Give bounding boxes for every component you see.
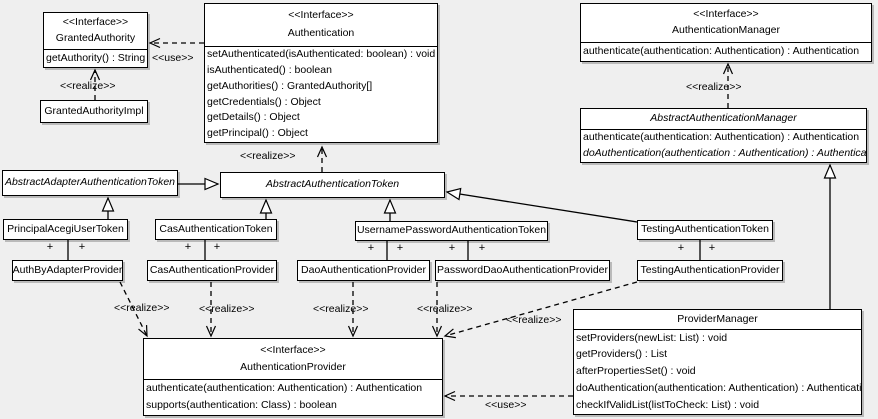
association-plus: + (46, 241, 54, 253)
association-plus: + (448, 242, 456, 254)
method-row: getProviders() : List (576, 348, 668, 361)
method-row: setProviders(newList: List) : void (576, 331, 728, 344)
association-plus: + (78, 241, 86, 253)
method-row: supports(authentication: Class) : boolea… (146, 399, 337, 412)
class-password-dao-authentication-provider[interactable]: PasswordDaoAuthenticationProvider (435, 260, 610, 281)
class-title: GrantedAuthority (55, 33, 136, 45)
class-title: TestingAuthenticationProvider (640, 263, 780, 276)
class-stereotype: <<Interface>> (288, 10, 354, 22)
class-title: DaoAuthenticationProvider (301, 263, 426, 276)
method-row: authenticate(authentication: Authenticat… (146, 381, 423, 394)
class-authentication-provider[interactable]: <<Interface>> AuthenticationProvider aut… (143, 338, 443, 416)
class-cas-authentication-provider[interactable]: CasAuthenticationProvider (147, 260, 277, 281)
class-abstract-adapter-authentication-token[interactable]: AbstractAdapterAuthenticationToken (2, 170, 178, 196)
edge-label-realize: <<realize>> (313, 303, 369, 315)
method-row: getAuthorities() : GrantedAuthority[] (207, 79, 373, 92)
edge-label-realize: <<realize>> (686, 81, 742, 93)
class-dao-authentication-provider[interactable]: DaoAuthenticationProvider (297, 260, 430, 281)
class-stereotype: <<Interface>> (260, 344, 326, 356)
class-title: TestingAuthenticationToken (641, 223, 769, 236)
class-title: AbstractAuthenticationToken (265, 178, 400, 191)
class-stereotype: <<Interface>> (62, 17, 129, 29)
association-plus: + (708, 242, 716, 254)
class-title: UsernamePasswordAuthenticationToken (356, 224, 547, 237)
class-stereotype: <<Interface>> (693, 8, 759, 20)
class-title: AuthByAdapterProvider (13, 263, 122, 276)
class-title: AbstractAdapterAuthenticationToken (4, 176, 176, 189)
class-title: GrantedAuthorityImpl (44, 104, 144, 117)
method-row: getAuthority() : String (46, 51, 146, 64)
method-row: authenticate(authentication: Authenticat… (583, 45, 860, 58)
class-title: ProviderManager (677, 313, 758, 325)
class-title: Authentication (287, 28, 355, 40)
association-plus: + (478, 242, 486, 254)
class-authentication-manager[interactable]: <<Interface>> AuthenticationManager auth… (580, 3, 872, 62)
class-abstract-authentication-manager[interactable]: AbstractAuthenticationManager authentica… (580, 108, 867, 163)
edge-label-realize: <<realize>> (417, 303, 473, 315)
class-title: AuthenticationProvider (240, 361, 346, 373)
method-row: getDetails() : Object (207, 111, 300, 124)
class-principal-acegi-user-token[interactable]: PrincipalAcegiUserToken (3, 219, 128, 240)
class-granted-authority-impl[interactable]: GrantedAuthorityImpl (40, 100, 148, 123)
method-row: setAuthenticated(isAuthenticated: boolea… (207, 48, 436, 61)
method-row: getCredentials() : Object (207, 95, 321, 108)
class-authentication[interactable]: <<Interface>> Authentication setAuthenti… (204, 3, 438, 143)
class-title: PrincipalAcegiUserToken (7, 222, 124, 235)
class-abstract-authentication-token[interactable]: AbstractAuthenticationToken (220, 172, 445, 198)
edge-label-use: <<use>> (485, 399, 527, 411)
edge-label-realize: <<realize>> (114, 302, 170, 314)
edge-label-realize: <<realize>> (199, 303, 255, 315)
method-row: afterPropertiesSet() : void (576, 365, 696, 378)
class-title: AuthenticationManager (672, 25, 780, 37)
method-row: authenticate(authentication: Authenticat… (583, 131, 860, 144)
class-auth-by-adapter-provider[interactable]: AuthByAdapterProvider (12, 260, 123, 281)
association-plus: + (396, 242, 404, 254)
class-username-password-authentication-token[interactable]: UsernamePasswordAuthenticationToken (355, 221, 548, 241)
method-row: doAuthentication(authentication : Authen… (583, 147, 866, 160)
edge-label-use: <<use>> (152, 52, 194, 64)
class-title: CasAuthenticationProvider (149, 263, 275, 276)
method-row: doAuthentication(authentication: Authent… (576, 382, 861, 395)
method-row: getPrincipal() : Object (207, 127, 308, 140)
method-row: isAuthenticated() : boolean (207, 63, 332, 76)
association-plus: + (213, 241, 221, 253)
class-granted-authority[interactable]: <<Interface>> GrantedAuthority getAuthor… (43, 12, 148, 68)
class-title: CasAuthenticationToken (159, 222, 273, 235)
class-testing-authentication-provider[interactable]: TestingAuthenticationProvider (637, 260, 783, 281)
class-cas-authentication-token[interactable]: CasAuthenticationToken (155, 219, 277, 240)
association-plus: + (677, 242, 685, 254)
edge-label-realize: <<realize>> (506, 314, 562, 326)
class-title: PasswordDaoAuthenticationProvider (436, 263, 608, 276)
association-plus: + (184, 241, 192, 253)
class-title: AbstractAuthenticationManager (650, 113, 797, 125)
edge-label-realize: <<realize>> (240, 150, 296, 162)
class-provider-manager[interactable]: ProviderManager setProviders(newList: Li… (573, 309, 862, 415)
edge-label-realize: <<realize>> (60, 80, 116, 92)
method-row: checkIfValidList(listToCheck: List) : vo… (576, 398, 760, 411)
association-plus: + (367, 242, 375, 254)
class-testing-authentication-token[interactable]: TestingAuthenticationToken (637, 220, 773, 240)
